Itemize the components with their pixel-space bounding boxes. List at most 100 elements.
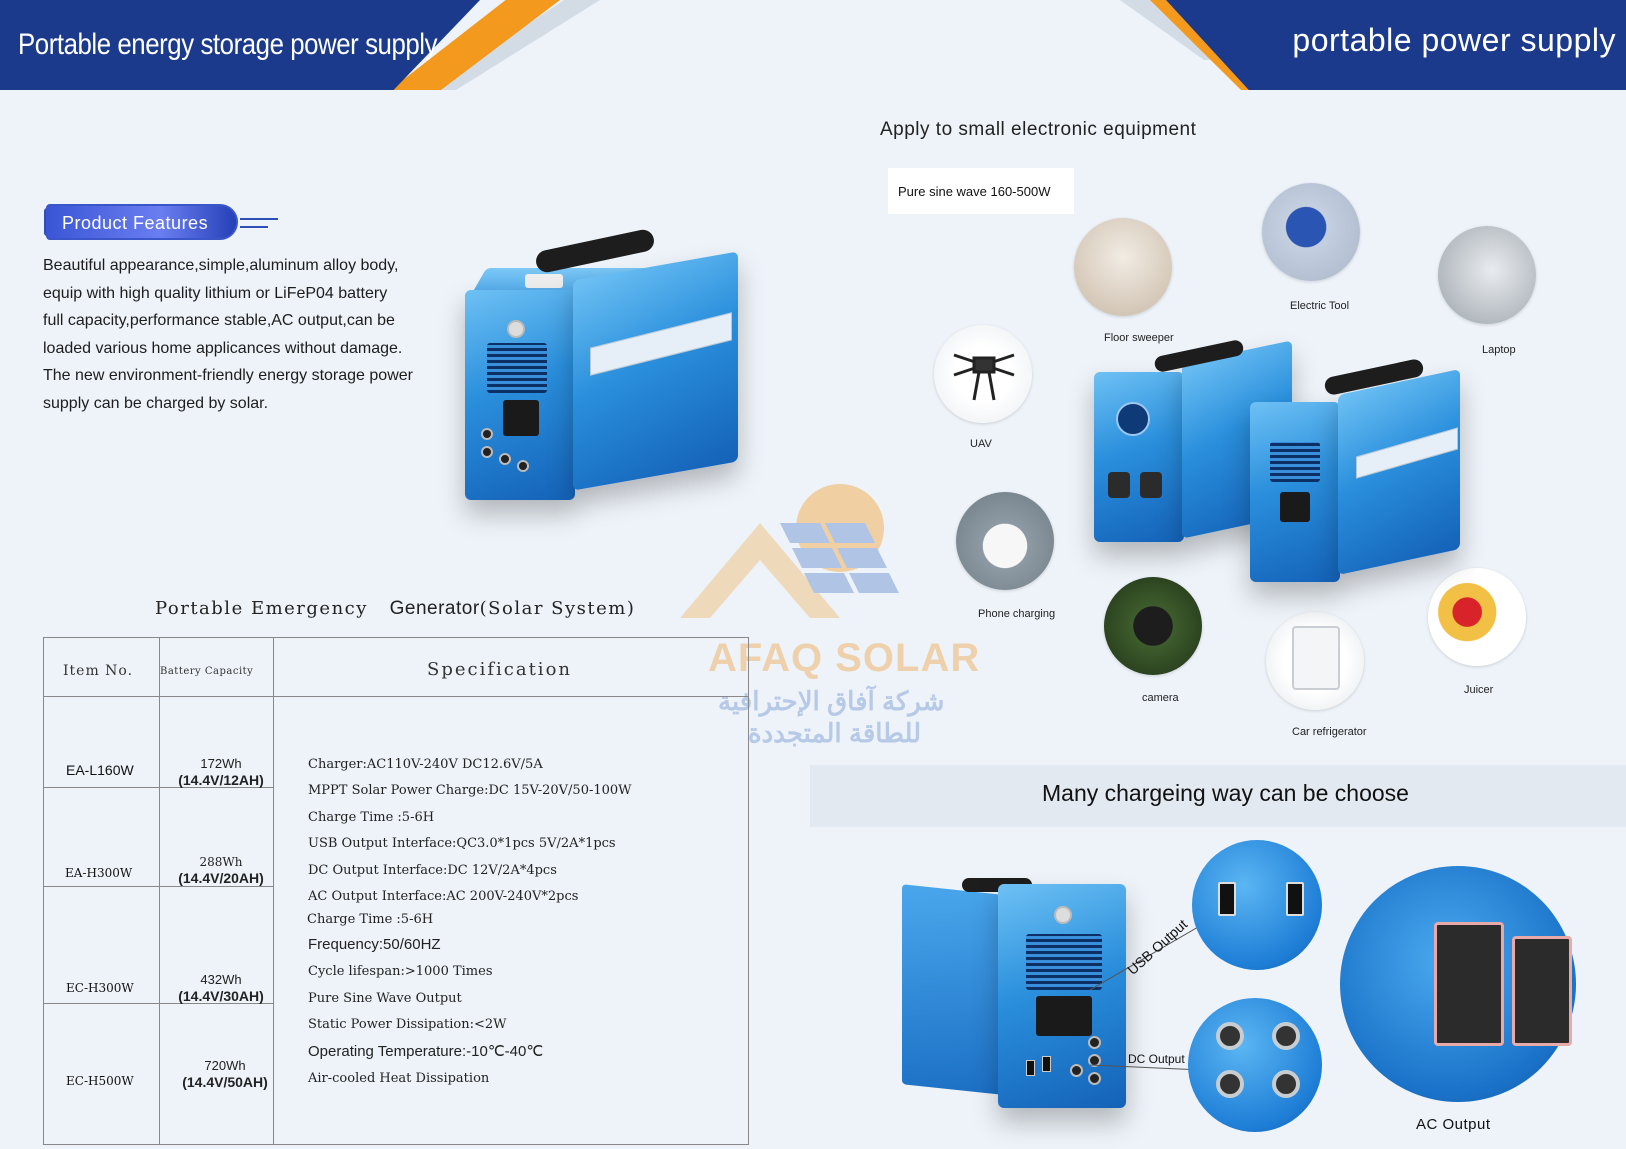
electric-tool-caption: Electric Tool	[1290, 300, 1350, 312]
laptop-caption: Laptop	[1482, 344, 1516, 356]
table-title-part3: (Solar System)	[479, 598, 636, 619]
table-divider	[43, 886, 273, 887]
table-capacity-cell: 720Wh(14.4V/50AH)	[170, 1058, 280, 1090]
house-roof-icon	[680, 523, 840, 618]
product-power-button	[507, 320, 525, 338]
product-port	[499, 453, 511, 465]
electric-tool-image	[1262, 183, 1360, 281]
header-right-title: portable power supply	[1292, 22, 1616, 58]
dc-port	[1088, 1036, 1101, 1049]
juicer-caption: Juicer	[1464, 684, 1494, 696]
ac-output-label: AC Output	[1416, 1116, 1491, 1133]
capacity-value: 172Wh	[200, 756, 242, 771]
pure-sine-label: Pure sine wave 160-500W	[898, 184, 1051, 199]
car-refrigerator-caption: Car refrigerator	[1292, 726, 1367, 738]
table-divider	[273, 637, 274, 1145]
spec-line: Air-cooled Heat Dissipation	[308, 1071, 490, 1086]
laptop-image	[1438, 226, 1536, 324]
spec-line: Pure Sine Wave Output	[308, 991, 462, 1006]
table-model-cell: EC-H300W	[66, 981, 134, 995]
applications-title: Apply to small electronic equipment	[880, 119, 1197, 140]
spec-line: Charge Time :5-6H	[307, 912, 434, 927]
charging-product-vent	[1026, 934, 1102, 990]
spec-line: MPPT Solar Power Charge:DC 15V-20V/50-10…	[308, 783, 632, 798]
features-line: Beautiful appearance,simple,aluminum all…	[43, 257, 399, 274]
product-handle-cap	[525, 274, 563, 288]
phone-charging-image	[956, 492, 1054, 590]
spec-line: Frequency:50/60HZ	[308, 936, 441, 953]
outlet-icon	[1108, 472, 1130, 498]
spec-line: Charger:AC110V-240V DC12.6V/5A	[308, 757, 543, 772]
callout-lines	[1090, 919, 1210, 1070]
solar-panel-icon	[780, 523, 899, 593]
product-unit-b-vent	[1270, 442, 1320, 482]
watermark-logo	[680, 484, 899, 618]
fan-icon	[1116, 402, 1150, 436]
fridge-icon	[1292, 626, 1340, 690]
table-capacity-cell: 172Wh(14.4V/12AH)	[166, 756, 276, 788]
table-model-cell: EA-H300W	[65, 866, 133, 880]
watermark-arabic-line2: للطاقة المتجددة	[748, 718, 922, 748]
product-unit-a-front	[1094, 372, 1184, 542]
dc-socket-icon	[1272, 1022, 1300, 1050]
features-line: The new environment-friendly energy stor…	[43, 367, 413, 384]
header-left-title: Portable energy storage power supply	[18, 28, 438, 61]
product-display	[503, 400, 539, 436]
voltage-value: (14.4V/30AH)	[178, 988, 264, 1004]
juicer-image	[1428, 568, 1526, 666]
features-badge-line	[240, 226, 268, 228]
dc-output-label: DC Output	[1128, 1052, 1185, 1066]
pure-sine-badge	[888, 168, 1074, 214]
table-divider	[43, 787, 273, 788]
capacity-value: 720Wh	[204, 1058, 246, 1073]
spec-line: Operating Temperature:-10℃-40℃	[308, 1043, 544, 1060]
table-model-cell: EC-H500W	[66, 1074, 134, 1088]
spec-line: Charge Time :5-6H	[308, 810, 435, 825]
drone-icon	[953, 353, 1015, 401]
dc-socket-icon	[1272, 1070, 1300, 1098]
charging-product-display	[1036, 996, 1092, 1036]
product-unit-b-display	[1280, 492, 1310, 522]
table-divider	[43, 1003, 273, 1004]
charging-product-button	[1054, 906, 1072, 924]
product-vent	[487, 343, 547, 393]
floor-sweeper-image	[1074, 218, 1172, 316]
spec-line: USB Output Interface:QC3.0*1pcs 5V/2A*1p…	[308, 836, 616, 851]
capacity-value: 432Wh	[200, 972, 242, 987]
features-badge-line	[240, 218, 278, 220]
dc-port	[1088, 1054, 1101, 1067]
voltage-value: (14.4V/12AH)	[178, 772, 264, 788]
table-divider	[159, 637, 160, 1145]
product-pair-image	[1094, 338, 1474, 592]
table-capacity-cell: 288Wh(14.4V/20AH)	[166, 854, 276, 886]
ac-outlet-icon	[1512, 936, 1572, 1046]
features-line: full capacity,performance stable,AC outp…	[43, 312, 395, 329]
usb-port	[1042, 1056, 1051, 1072]
phone-charging-caption: Phone charging	[978, 608, 1056, 620]
features-line: supply can be charged by solar.	[43, 394, 269, 412]
table-header-specification: Specification	[427, 659, 572, 680]
table-header-item-no: Item No.	[63, 663, 134, 679]
features-description: Beautiful appearance,simple,aluminum all…	[43, 252, 438, 417]
header-left-banner	[0, 0, 480, 90]
dc-zoom-circle	[1188, 998, 1322, 1132]
features-line: loaded various home applicances without …	[43, 339, 403, 357]
voltage-value: (14.4V/20AH)	[178, 870, 264, 886]
table-title-part1: Portable Emergency	[155, 598, 368, 619]
features-badge-label: Product Features	[62, 213, 209, 233]
table-divider	[43, 696, 749, 697]
product-port	[481, 446, 493, 458]
charging-banner	[810, 765, 1626, 827]
uav-caption: UAV	[970, 438, 992, 450]
ac-outlet-icon	[1434, 922, 1504, 1046]
product-port	[517, 460, 529, 472]
charging-title: Many chargeing way can be choose	[1042, 780, 1409, 806]
usb-slot-icon	[1286, 882, 1304, 916]
main-product-image	[463, 227, 745, 518]
features-line: equip with high quality lithium or LiFeP…	[43, 284, 388, 302]
dc-socket-icon	[1216, 1070, 1244, 1098]
spec-line: AC Output Interface:AC 200V-240V*2pcs	[308, 889, 579, 904]
outlet-icon	[1140, 472, 1162, 498]
features-badge	[46, 204, 238, 240]
watermark-brand: AFAQ SOLAR	[708, 636, 981, 680]
